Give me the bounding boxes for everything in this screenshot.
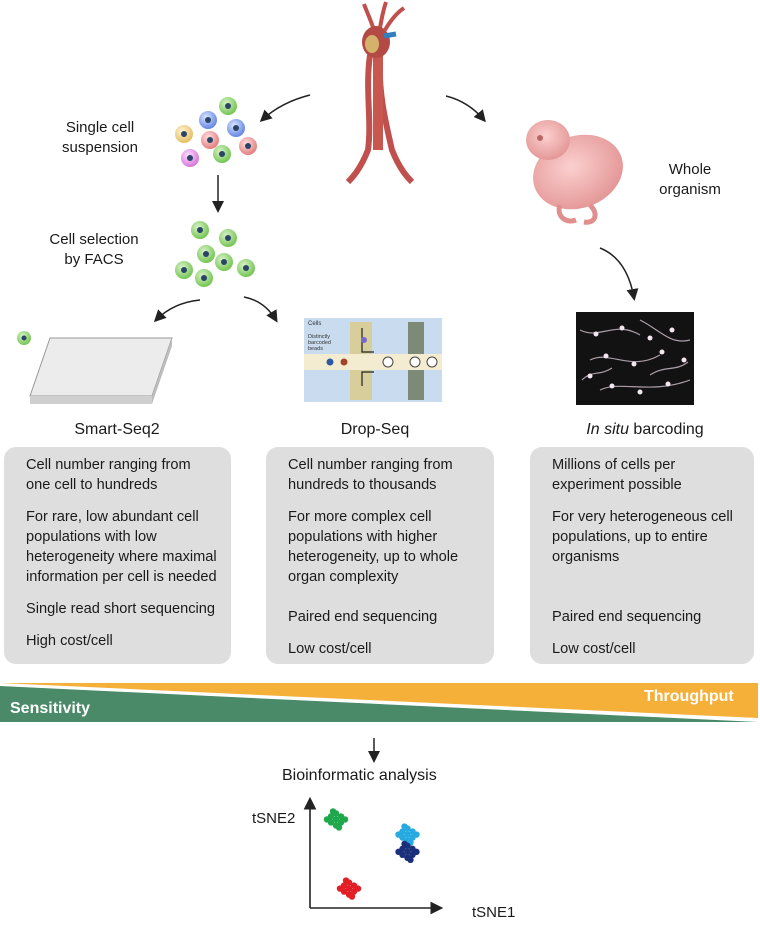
tsne-point (354, 885, 362, 892)
throughput-label: Throughput (644, 688, 734, 705)
method-line: Single read short sequencing (26, 601, 216, 617)
x-axis-label: tSNE1 (472, 904, 516, 921)
tsne-point (395, 831, 402, 838)
cell-suspension-cluster (175, 97, 257, 167)
analysis-title: Bioinformatic analysis (282, 767, 437, 784)
tsne-axes (303, 796, 444, 915)
method-line: Low cost/cell (552, 641, 636, 657)
tsne-point (323, 816, 331, 823)
tsne-point (401, 840, 408, 848)
insitu-micrograph (576, 312, 694, 405)
tsne-cluster (395, 840, 420, 864)
dropseq-chip (304, 318, 442, 402)
aorta-illustration (345, 1, 415, 185)
method-line: Millions of cells per experiment possibl… (552, 457, 682, 493)
insitu-box: Millions of cells per experiment possibl… (530, 447, 754, 664)
facs-cell-cluster (175, 221, 255, 287)
method-line: Paired end sequencing (552, 609, 702, 625)
tsne-cluster (336, 877, 362, 900)
dropseq-title: Drop-Seq (340, 421, 410, 438)
method-line: Paired end sequencing (288, 609, 438, 625)
smartseq2-box: Cell number ranging from one cell to hun… (4, 447, 231, 664)
tsne-point (336, 885, 344, 892)
tsne-point (329, 808, 337, 815)
tsne-cluster (323, 808, 349, 831)
tsne-point (335, 824, 343, 831)
tsne-cluster (395, 823, 420, 846)
tsne-point (413, 848, 420, 856)
tsne-point (413, 831, 420, 838)
dropseq-cells-label: Cells (308, 321, 322, 327)
tsne-point (395, 848, 402, 856)
method-line: High cost/cell (26, 633, 113, 649)
whole-organism-illustration (526, 120, 623, 225)
tsne-clusters (323, 808, 420, 900)
tsne-point (345, 885, 353, 892)
insitu-title: In situ barcoding (586, 421, 704, 438)
smartseq2-title: Smart-Seq2 (74, 421, 160, 438)
sensitivity-wedge (0, 686, 758, 722)
sensitivity-label: Sensitivity (10, 700, 91, 717)
smartseq2-plate (17, 331, 173, 404)
throughput-wedge (0, 683, 758, 718)
method-line: Cell number ranging from hundreds to tho… (288, 457, 453, 493)
tsne-point (348, 893, 356, 900)
method-line: For rare, low abundant cell populations … (26, 509, 217, 585)
method-line: Low cost/cell (288, 641, 372, 657)
method-line: For more complex cell populations with h… (288, 509, 459, 585)
tsne-point (401, 823, 408, 830)
tsne-point (332, 816, 340, 823)
dropseq-box: Cell number ranging from hundreds to tho… (266, 447, 494, 664)
tsne-point (404, 848, 411, 856)
tsne-point (341, 816, 349, 823)
tsne-point (407, 856, 414, 864)
y-axis-label: tSNE2 (252, 810, 296, 827)
method-line: Cell number ranging from one cell to hun… (26, 457, 191, 493)
tsne-point (404, 831, 411, 838)
method-line: For very heterogeneous cell populations,… (552, 509, 733, 565)
tsne-point (342, 877, 350, 884)
flow-arrows (153, 94, 639, 763)
